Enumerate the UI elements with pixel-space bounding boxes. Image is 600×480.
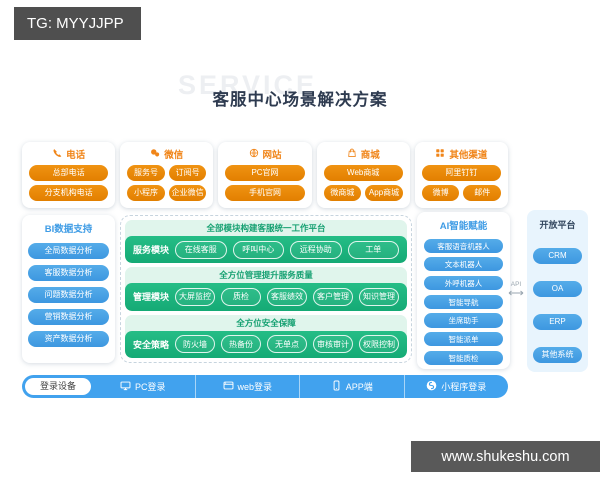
login-item-miniprogram: 小程序登录 xyxy=(403,375,509,398)
open-platform-pill: ERP xyxy=(533,314,582,330)
channel-pill: 微商城 xyxy=(323,185,362,201)
channel-pill: 阿里钉钉 xyxy=(421,165,502,181)
open-platform-pill: CRM xyxy=(533,248,582,264)
channel-row: 电话 总部电话 分支机构电话 微信 服务号 订阅号 小程序 企业微信 网站 xyxy=(22,142,509,208)
bi-title: BI数据支持 xyxy=(44,224,93,235)
bi-data-panel: BI数据支持 全局数据分析 客服数据分析 问题数据分析 营销数据分析 资产数据分… xyxy=(22,215,115,363)
channel-label: 电话 xyxy=(66,150,86,161)
login-item-label: APP端 xyxy=(345,382,373,392)
ai-pill: 客服语音机器人 xyxy=(424,238,503,253)
module-pill: 防火墙 xyxy=(175,335,216,354)
channel-pill: App商城 xyxy=(365,185,403,201)
ai-pill: 外呼机器人 xyxy=(424,275,503,291)
login-item-label: PC登录 xyxy=(135,382,166,392)
module-pill: 无单点 xyxy=(267,335,308,354)
open-platform-pill: 其他系统 xyxy=(533,347,582,363)
channel-label: 网站 xyxy=(262,150,282,161)
monitor-icon xyxy=(120,380,131,393)
smartphone-icon xyxy=(331,380,342,393)
bi-pill: 全局数据分析 xyxy=(28,243,109,259)
channel-label: 商城 xyxy=(360,150,380,161)
channel-pill: 微博 xyxy=(421,185,460,201)
module-pill: 权限控制 xyxy=(359,335,400,354)
ai-pill: 坐席助手 xyxy=(424,313,503,328)
band-label: 管理模块 xyxy=(133,292,170,303)
page-title: 客服中心场景解决方案 xyxy=(212,91,388,109)
channel-card-mall: 商城 Web商城 微商城 App商城 xyxy=(316,142,410,208)
open-platform-pill: OA xyxy=(533,281,582,297)
channel-pill: PC官网 xyxy=(225,165,305,181)
module-pill: 呼叫中心 xyxy=(232,240,285,259)
browser-icon xyxy=(223,380,234,393)
api-arrow-icon xyxy=(505,289,527,297)
module-pill: 客服绩效 xyxy=(267,287,308,306)
module-pill: 工单 xyxy=(347,240,400,259)
bi-pill: 客服数据分析 xyxy=(28,265,109,281)
section-header: 全方位安全保障 xyxy=(236,317,296,328)
service-module-section: 全部模块构建客服统一工作平台 服务模块 在线客服 呼叫中心 远程协助 工单 xyxy=(125,220,407,264)
channel-card-website: 网站 PC官网 手机官网 xyxy=(218,142,312,208)
band-label: 服务模块 xyxy=(133,245,170,256)
module-pill: 远程协助 xyxy=(290,240,342,259)
module-pill: 审核审计 xyxy=(313,335,354,354)
channel-pill: 订阅号 xyxy=(168,165,207,181)
mall-icon xyxy=(347,148,357,161)
login-device-label: 登录设备 xyxy=(25,378,92,395)
module-pill: 热备份 xyxy=(221,335,262,354)
module-pill: 在线客服 xyxy=(175,240,227,259)
module-pill: 质检 xyxy=(221,287,262,306)
miniprogram-icon xyxy=(426,380,437,393)
api-label: API xyxy=(510,281,522,288)
website-icon xyxy=(249,148,259,161)
channel-card-phone: 电话 总部电话 分支机构电话 xyxy=(22,142,116,208)
channel-pill: 企业微信 xyxy=(168,185,207,201)
bi-pill: 营销数据分析 xyxy=(28,309,109,325)
platform-panel: 全部模块构建客服统一工作平台 服务模块 在线客服 呼叫中心 远程协助 工单 全方… xyxy=(120,215,412,363)
module-pill: 知识管理 xyxy=(359,287,400,306)
login-item-web: web登录 xyxy=(194,375,300,398)
phone-icon xyxy=(52,148,62,161)
channel-pill: 分支机构电话 xyxy=(29,185,109,201)
channel-label: 其他渠道 xyxy=(449,150,488,161)
grid-icon xyxy=(435,148,445,161)
service-watermark: SERVICE xyxy=(178,70,318,100)
bi-pill: 资产数据分析 xyxy=(28,331,109,347)
ai-title: AI智能赋能 xyxy=(439,221,488,232)
section-header: 全方位管理提升服务质量 xyxy=(219,270,313,281)
module-pill: 客户管理 xyxy=(313,287,354,306)
ai-panel: AI智能赋能 客服语音机器人 文本机器人 外呼机器人 智能导航 坐席助手 智能派… xyxy=(417,212,510,369)
ai-pill: 智能导航 xyxy=(424,294,503,309)
channel-label: 微信 xyxy=(164,150,184,161)
channel-pill: Web商城 xyxy=(323,165,403,181)
site-watermark: www.shukeshu.com xyxy=(411,441,600,472)
bi-pill: 问题数据分析 xyxy=(28,287,109,303)
api-connector: API xyxy=(505,281,527,297)
open-platform-panel: 开放平台 CRM OA ERP 其他系统 xyxy=(527,210,588,372)
ai-pill: 智能派单 xyxy=(424,332,503,347)
module-pill: 大屏监控 xyxy=(175,287,216,306)
band-label: 安全策略 xyxy=(133,339,170,350)
management-module-section: 全方位管理提升服务质量 管理模块 大屏监控 质检 客服绩效 客户管理 知识管理 xyxy=(125,267,407,311)
ai-pill: 智能质检 xyxy=(424,350,503,366)
channel-card-wechat: 微信 服务号 订阅号 小程序 企业微信 xyxy=(120,142,214,208)
login-bar: 登录设备 PC登录 web登录 APP端 小程序登录 xyxy=(22,375,508,398)
login-item-label: 小程序登录 xyxy=(441,382,487,392)
channel-pill: 手机官网 xyxy=(225,185,305,201)
channel-card-other: 其他渠道 阿里钉钉 微博 邮件 xyxy=(414,142,509,208)
open-platform-title: 开放平台 xyxy=(539,220,576,230)
ai-pill: 文本机器人 xyxy=(424,257,503,272)
tg-badge: TG: MYYJJPP xyxy=(14,7,141,40)
section-header: 全部模块构建客服统一工作平台 xyxy=(206,223,326,233)
channel-pill: 总部电话 xyxy=(29,165,109,181)
login-item-pc: PC登录 xyxy=(91,375,195,398)
login-item-app: APP端 xyxy=(299,375,404,398)
security-section: 全方位安全保障 安全策略 防火墙 热备份 无单点 审核审计 权限控制 xyxy=(125,314,407,358)
channel-pill: 小程序 xyxy=(127,185,165,201)
channel-pill: 邮件 xyxy=(463,185,502,201)
login-item-label: web登录 xyxy=(237,382,273,392)
wechat-icon xyxy=(150,148,160,161)
channel-pill: 服务号 xyxy=(127,165,165,181)
